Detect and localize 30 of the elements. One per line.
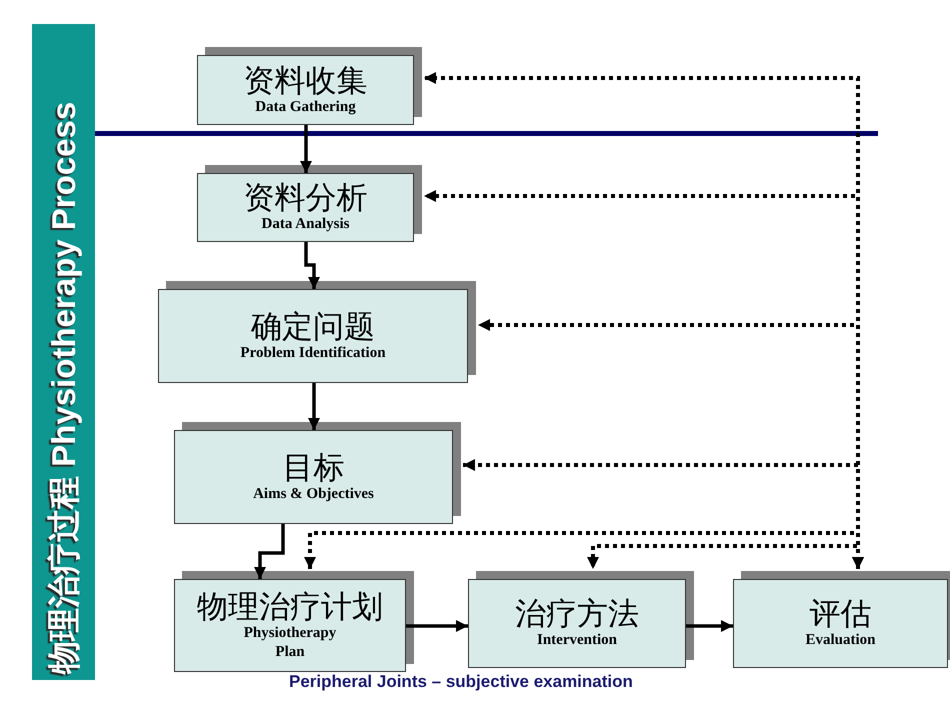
process-box [158, 289, 468, 383]
process-box [174, 430, 453, 524]
arrow [686, 620, 733, 632]
process-box [733, 579, 948, 668]
arrow [254, 524, 285, 579]
arrow [406, 620, 468, 632]
title-banner: 物理治疗过程 Physiotherapy Process [32, 24, 95, 680]
process-box [197, 55, 414, 125]
arrow [308, 383, 320, 430]
feedback-arrow [587, 544, 864, 569]
step-title: 资料分析 [244, 181, 368, 215]
step-title: 物理治疗计划 [197, 590, 383, 624]
step-title: 目标 [282, 450, 344, 484]
arrow [304, 242, 320, 289]
process-box [468, 579, 686, 668]
arrow [300, 125, 312, 173]
step-title: 资料收集 [244, 64, 368, 98]
step-subtitle: Data Analysis [262, 215, 350, 234]
step-subtitle: Problem Identification [240, 344, 386, 362]
step-title: 确定问题 [251, 310, 375, 344]
step-subtitle: Evaluation [805, 631, 876, 650]
step-subtitle: Physiotherapy Plan [242, 624, 338, 662]
step-subtitle: Aims & Objectives [253, 484, 374, 504]
footer-text: Peripheral Joints – subjective examination [289, 672, 633, 692]
process-box [174, 579, 406, 672]
step-title: 评估 [810, 597, 872, 631]
step-subtitle: Intervention [537, 631, 617, 650]
process-box [197, 173, 414, 242]
step-title: 治疗方法 [515, 597, 639, 631]
step-subtitle: Data Gathering [255, 98, 356, 116]
